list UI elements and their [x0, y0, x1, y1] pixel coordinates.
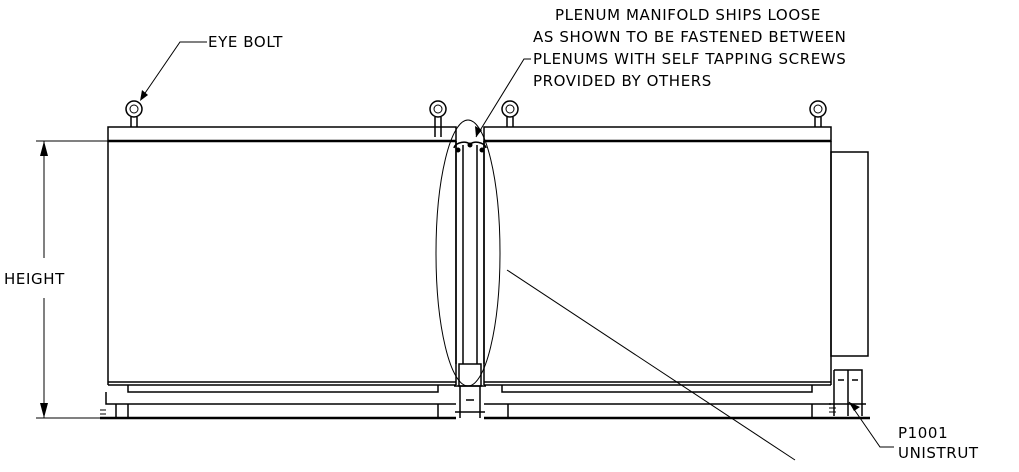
- left-plenum-top-rail: [107, 126, 457, 142]
- unistrut-name-label: UNISTRUT: [898, 444, 979, 462]
- note-line-2: AS SHOWN TO BE FASTENED BETWEEN: [533, 28, 846, 46]
- unistrut-leader-line: [848, 401, 894, 448]
- height-dimension: [36, 140, 108, 419]
- unistrut-part-label: P1001: [898, 424, 948, 442]
- note-line-1: PLENUM MANIFOLD SHIPS LOOSE: [555, 6, 821, 24]
- eye-bolt-leader-arrow: [140, 90, 148, 101]
- manifold-callout-ellipse: [435, 119, 501, 387]
- manifold-note: PLENUM MANIFOLD SHIPS LOOSE AS SHOWN TO …: [533, 6, 846, 90]
- note-leader-arrow: [475, 126, 482, 137]
- right-plenum-top-rail: [483, 126, 832, 142]
- plenum-manifold: [453, 141, 487, 418]
- unistrut-channel: [829, 369, 866, 416]
- eye-bolt-label: EYE BOLT: [208, 33, 283, 51]
- note-line-4: PROVIDED BY OTHERS: [533, 72, 712, 90]
- eye-bolt-4: [809, 100, 827, 127]
- manifold-callout-leader: [506, 269, 796, 461]
- height-label: HEIGHT: [4, 270, 65, 288]
- right-plenum: [483, 126, 870, 420]
- eye-bolt-2: [429, 100, 447, 137]
- side-outlet-box: [830, 151, 869, 357]
- note-line-3: PLENUMS WITH SELF TAPPING SCREWS: [533, 50, 846, 68]
- eye-bolt-leader-line: [140, 41, 207, 100]
- left-plenum: [100, 126, 457, 420]
- eye-bolt-3: [501, 100, 519, 127]
- eye-bolt-1: [125, 100, 143, 127]
- note-leader-line: [475, 58, 531, 138]
- unistrut-leader-arrow: [849, 402, 860, 411]
